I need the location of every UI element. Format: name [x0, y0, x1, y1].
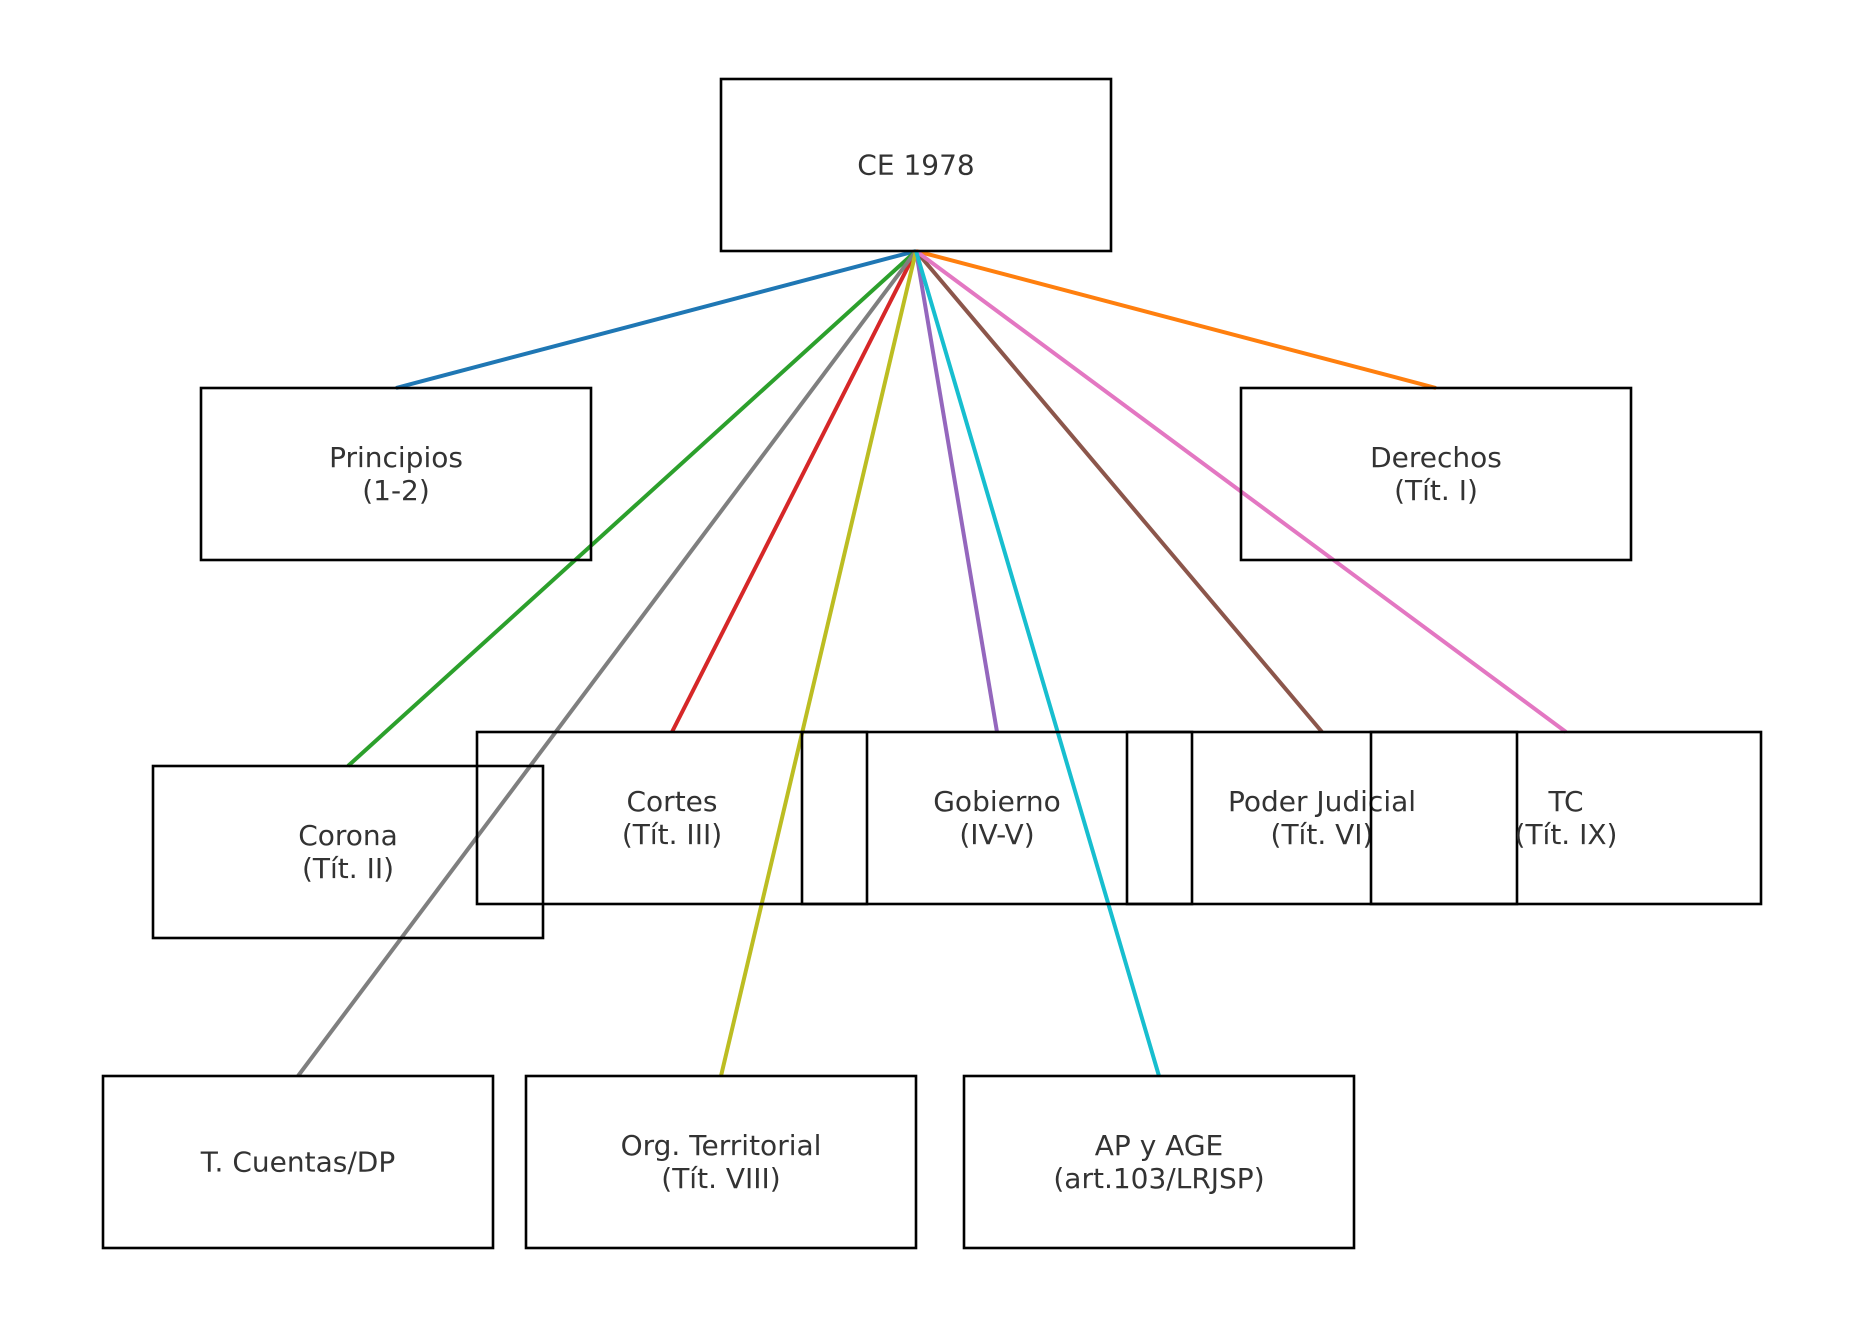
- node-poder-judicial: Poder Judicial(Tít. VI): [1125, 730, 1519, 906]
- node-corona: Corona(Tít. II): [151, 764, 545, 940]
- edge-to-ap-age: [914, 250, 1161, 1077]
- node-label-gobierno-line-1: Gobierno: [933, 785, 1061, 818]
- node-label-derechos-line-1: Derechos: [1370, 441, 1502, 474]
- node-label-cortes-line-1: Cortes: [627, 785, 718, 818]
- edge-to-gobierno: [914, 250, 999, 733]
- node-tc: TC(Tít. IX): [1369, 730, 1763, 906]
- node-ap-age: AP y AGE(art.103/LRJSP): [962, 1074, 1356, 1250]
- node-label-org-territorial-line-2: (Tít. VIII): [661, 1162, 780, 1195]
- node-derechos: Derechos(Tít. I): [1239, 386, 1633, 562]
- edge-to-org-territorial: [719, 250, 918, 1077]
- node-label-ap-age-line-2: (art.103/LRJSP): [1053, 1162, 1264, 1195]
- node-box-gobierno: [800, 730, 1194, 906]
- edge-to-t-cuentas-dp: [296, 249, 918, 1078]
- node-box-cortes: [475, 730, 869, 906]
- node-label-principios-line-2: (1-2): [362, 474, 430, 507]
- node-box-corona: [151, 764, 545, 940]
- node-label-tc-line-2: (Tít. IX): [1515, 818, 1618, 851]
- node-label-corona-line-2: (Tít. II): [302, 852, 394, 885]
- edges-layer: [296, 249, 1568, 1078]
- node-gobierno: Gobierno(IV-V): [800, 730, 1194, 906]
- node-label-ce-line-1: CE 1978: [857, 149, 974, 182]
- node-t-cuentas-dp: T. Cuentas/DP: [101, 1074, 495, 1250]
- node-box-principios: [199, 386, 593, 562]
- node-box-derechos: [1239, 386, 1633, 562]
- node-label-t-cuentas-dp-line-1: T. Cuentas/DP: [200, 1146, 395, 1179]
- edge-to-cortes: [670, 250, 918, 733]
- node-label-cortes-line-2: (Tít. III): [622, 818, 722, 851]
- node-label-poder-judicial-line-1: Poder Judicial: [1228, 785, 1416, 818]
- node-box-t-cuentas-dp: [101, 1074, 495, 1250]
- node-label-derechos-line-2: (Tít. I): [1394, 474, 1478, 507]
- node-principios: Principios(1-2): [199, 386, 593, 562]
- node-box-org-territorial: [524, 1074, 918, 1250]
- edge-to-corona: [346, 249, 918, 768]
- node-box-tc: [1369, 730, 1763, 906]
- node-label-corona-line-1: Corona: [298, 819, 398, 852]
- node-box-poder-judicial: [1125, 730, 1519, 906]
- node-ce: CE 1978: [719, 77, 1113, 253]
- node-label-org-territorial-line-1: Org. Territorial: [621, 1129, 822, 1162]
- node-box-ce: [719, 77, 1113, 253]
- edge-to-poder-judicial: [914, 249, 1324, 734]
- node-label-ap-age-line-1: AP y AGE: [1095, 1129, 1223, 1162]
- node-org-territorial: Org. Territorial(Tít. VIII): [524, 1074, 918, 1250]
- edge-to-derechos: [915, 249, 1437, 390]
- edge-to-principios: [395, 249, 917, 390]
- node-box-ap-age: [962, 1074, 1356, 1250]
- node-label-poder-judicial-line-2: (Tít. VI): [1271, 818, 1374, 851]
- node-label-gobierno-line-2: (IV-V): [959, 818, 1034, 851]
- node-label-tc-line-1: TC: [1547, 785, 1583, 818]
- node-cortes: Cortes(Tít. III): [475, 730, 869, 906]
- node-label-principios-line-1: Principios: [329, 441, 463, 474]
